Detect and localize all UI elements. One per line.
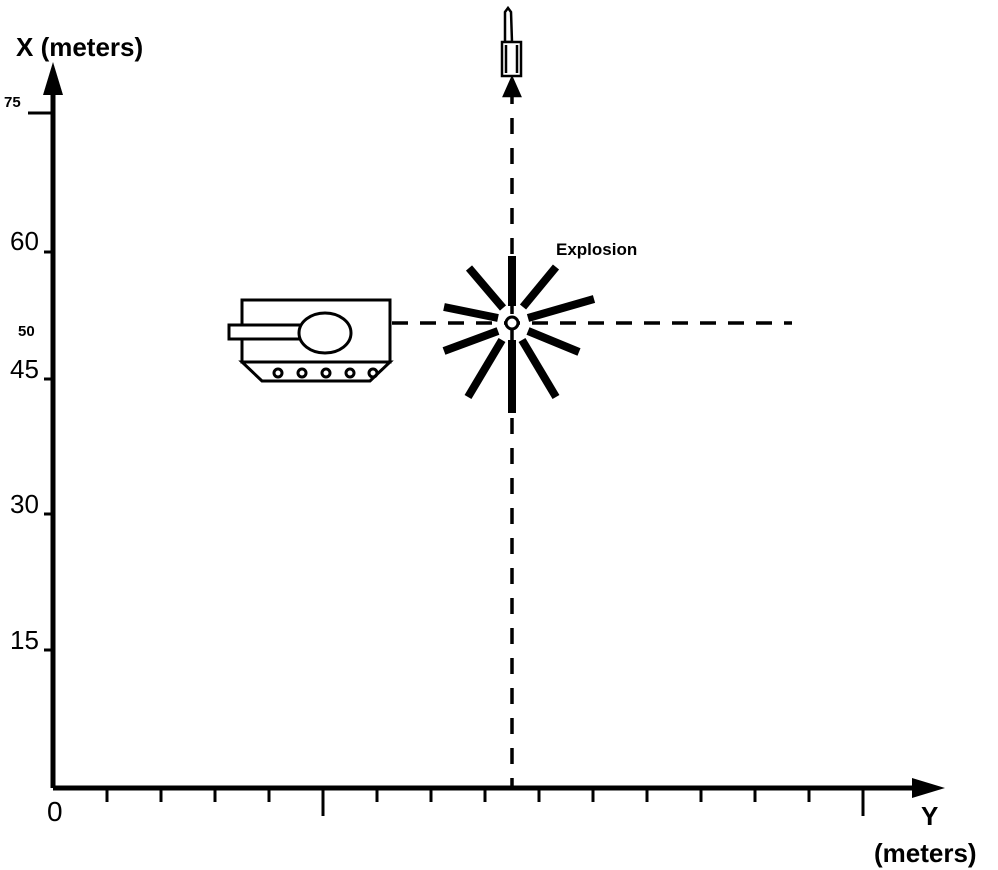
x-tick-label: 50 <box>18 323 35 340</box>
origin-label: 0 <box>47 796 63 827</box>
y-axis-title-unit: (meters) <box>874 838 977 868</box>
explosion-label: Explosion <box>556 240 637 259</box>
x-axis-title: X (meters) <box>16 32 143 62</box>
y-axis: 0 Y (meters) <box>47 778 977 868</box>
x-axis: X (meters) <box>16 32 143 788</box>
y-axis-title: Y <box>921 801 938 831</box>
x-tick-label: 30 <box>10 489 39 519</box>
missile-icon <box>500 5 523 98</box>
y-axis-arrowhead <box>912 778 945 798</box>
x-tick-label: 15 <box>10 625 39 655</box>
explosion-icon <box>442 256 596 413</box>
tank-icon <box>227 298 394 383</box>
x-tick-label: 60 <box>10 226 39 256</box>
x-tick-label: 75 <box>4 94 21 111</box>
x-axis-arrowhead <box>43 62 63 95</box>
x-tick-label: 45 <box>10 354 39 384</box>
x-axis-ticks: 75 60 50 45 30 15 <box>4 94 53 655</box>
y-axis-ticks <box>105 788 865 816</box>
